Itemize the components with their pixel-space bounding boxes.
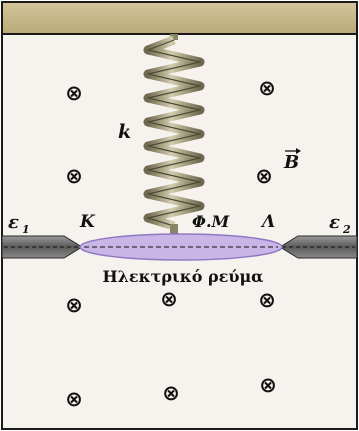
field-symbol: ⊗ bbox=[65, 387, 83, 411]
spring bbox=[143, 34, 205, 234]
center-of-mass-label: Φ.Μ bbox=[192, 212, 231, 231]
svg-text:2: 2 bbox=[342, 223, 351, 236]
rod bbox=[79, 233, 283, 261]
emf-2-label: ε 2 bbox=[329, 212, 351, 236]
svg-text:1: 1 bbox=[22, 223, 30, 236]
field-symbols: ⊗ ⊗ ⊗ ⊗ ⊗ ⊗ ⊗ ⊗ ⊗ ⊗ bbox=[65, 76, 277, 411]
current-label: Ηλεκτρικό ρεύμα bbox=[103, 267, 264, 286]
field-symbol: ⊗ bbox=[65, 293, 83, 317]
field-symbol: ⊗ bbox=[160, 287, 178, 311]
svg-text:ε: ε bbox=[329, 212, 340, 233]
point-lambda-label: Λ bbox=[260, 212, 275, 232]
emf-1-label: ε 1 bbox=[8, 212, 30, 236]
field-symbol: ⊗ bbox=[258, 76, 276, 100]
field-vector-label: B bbox=[283, 148, 301, 173]
field-symbol: ⊗ bbox=[65, 81, 83, 105]
svg-text:B: B bbox=[283, 152, 299, 173]
field-symbol: ⊗ bbox=[258, 288, 276, 312]
svg-text:ε: ε bbox=[8, 212, 19, 233]
field-symbol: ⊗ bbox=[65, 164, 83, 188]
left-rail bbox=[1, 235, 83, 259]
spring-constant-label: k bbox=[118, 121, 131, 143]
ceiling bbox=[1, 1, 358, 35]
field-symbol: ⊗ bbox=[162, 381, 180, 405]
field-symbol: ⊗ bbox=[259, 373, 277, 397]
field-symbol: ⊗ bbox=[255, 164, 273, 188]
right-rail bbox=[279, 235, 358, 259]
point-k-label: K bbox=[79, 212, 96, 232]
